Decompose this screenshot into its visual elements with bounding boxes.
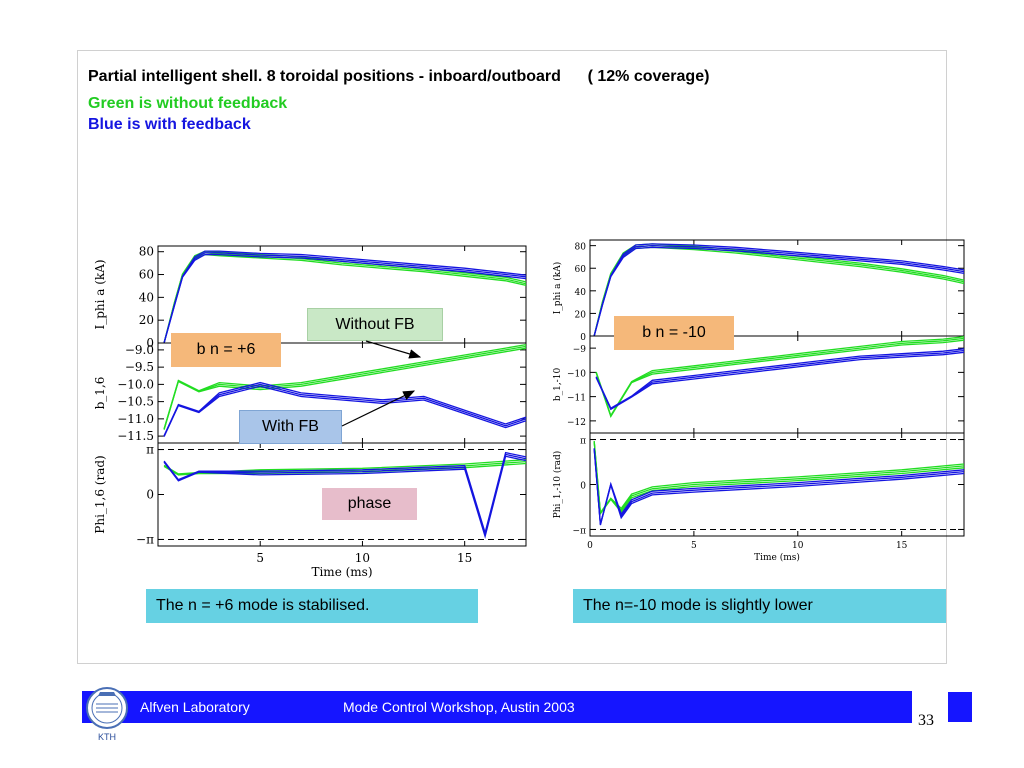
left-series-blue-0 xyxy=(163,250,527,343)
right-ytick-label: −9 xyxy=(573,345,587,355)
left-ylabel-2: Phi_1,6 (rad) xyxy=(93,455,107,533)
left-mode-label: b n = +6 xyxy=(171,333,281,367)
right-mode-label: b n = -10 xyxy=(614,316,734,350)
left-series-green-1 xyxy=(163,343,527,429)
with-fb-arrow xyxy=(341,390,416,427)
right-caption: The n=-10 mode is slightly lower xyxy=(573,589,946,623)
left-ytick-label: −11.0 xyxy=(117,412,154,426)
legend-line-blue: Blue is with feedback xyxy=(88,116,251,133)
kth-logo: KTH xyxy=(84,682,130,754)
left-xlabel: Time (ms) xyxy=(311,565,372,579)
right-ylabel-2: Phi_1,-10 (rad) xyxy=(552,451,563,519)
left-ytick-label: −11.5 xyxy=(117,429,154,443)
right-xtick-label: 0 xyxy=(587,541,593,551)
right-series-blue-1 xyxy=(595,348,965,410)
right-chart-svg: 0 20 40 60 80I_phi a (kA) −9 −10 −11 −12 b_1,-10 π… xyxy=(552,239,965,563)
right-ytick-label: −π xyxy=(573,526,587,536)
slide-frame xyxy=(77,50,947,664)
right-series-green-1 xyxy=(595,336,965,418)
right-ytick-label: −10 xyxy=(567,369,586,379)
right-ytick-label: −12 xyxy=(567,418,586,428)
left-ytick-label: −10.5 xyxy=(117,395,154,409)
right-series-blue-2 xyxy=(593,448,965,525)
left-ytick-label: 20 xyxy=(139,313,154,327)
without-fb-label: Without FB xyxy=(307,308,443,341)
right-ytick-label: −11 xyxy=(567,394,586,404)
left-ytick-label: π xyxy=(146,443,154,457)
with-fb-label: With FB xyxy=(239,410,342,444)
left-ytick-label: 0 xyxy=(146,488,154,502)
footer-bar xyxy=(82,691,912,723)
left-ytick-label: 80 xyxy=(139,245,154,259)
left-xtick-label: 15 xyxy=(457,551,472,565)
footer-square xyxy=(948,692,972,722)
left-series-green-2 xyxy=(163,459,527,475)
legend-line-green: Green is without feedback xyxy=(88,95,288,112)
page-number: 33 xyxy=(918,712,934,729)
left-series-blue-2 xyxy=(163,451,527,536)
right-xtick-label: 5 xyxy=(691,541,697,551)
right-ytick-label: 40 xyxy=(575,288,587,298)
left-chart-svg: 0 20 40 60 80I_phi a (kA) −9.0 −9.5 −10.0 −10.5 −… xyxy=(93,245,527,579)
right-ytick-label: 60 xyxy=(575,265,587,275)
left-ytick-label: −9.5 xyxy=(125,360,154,374)
left-ytick-label: −10.0 xyxy=(117,377,154,391)
left-ytick-label: −π xyxy=(136,532,154,546)
left-xtick-label: 5 xyxy=(256,551,264,565)
right-ytick-label: 0 xyxy=(580,333,586,343)
right-ytick-label: 20 xyxy=(575,310,587,320)
right-ylabel-1: b_1,-10 xyxy=(553,368,563,402)
left-ytick-label: 60 xyxy=(139,268,154,282)
slide-title: Partial intelligent shell. 8 toroidal po… xyxy=(88,68,710,85)
left-ylabel-0: I_phi a (kA) xyxy=(93,259,107,329)
right-xlabel: Time (ms) xyxy=(754,552,800,563)
kth-logo-icon: KTH xyxy=(86,687,128,742)
right-xtick-label: 10 xyxy=(792,541,804,551)
right-ytick-label: 80 xyxy=(575,243,587,253)
left-caption: The n = +6 mode is stabilised. xyxy=(146,589,478,623)
left-ytick-label: −9.0 xyxy=(125,343,154,357)
right-ytick-label: 0 xyxy=(580,482,586,492)
left-ytick-label: 40 xyxy=(139,290,154,304)
phase-label: phase xyxy=(322,488,417,520)
footer-workshop: Mode Control Workshop, Austin 2003 xyxy=(343,699,575,715)
left-ytick-label: 0 xyxy=(146,336,154,350)
logo-text: KTH xyxy=(98,732,116,742)
left-xtick-label: 10 xyxy=(355,551,370,565)
right-ytick-label: π xyxy=(580,437,586,447)
right-ylabel-0: I_phi a (kA) xyxy=(552,262,563,315)
right-series-blue-0 xyxy=(593,243,965,336)
without-fb-arrow xyxy=(365,340,422,359)
left-ylabel-1: b_1,6 xyxy=(93,377,107,410)
right-xtick-label: 15 xyxy=(896,541,908,551)
left-series-blue-1 xyxy=(163,381,527,436)
footer-lab: Alfven Laboratory xyxy=(140,699,250,715)
